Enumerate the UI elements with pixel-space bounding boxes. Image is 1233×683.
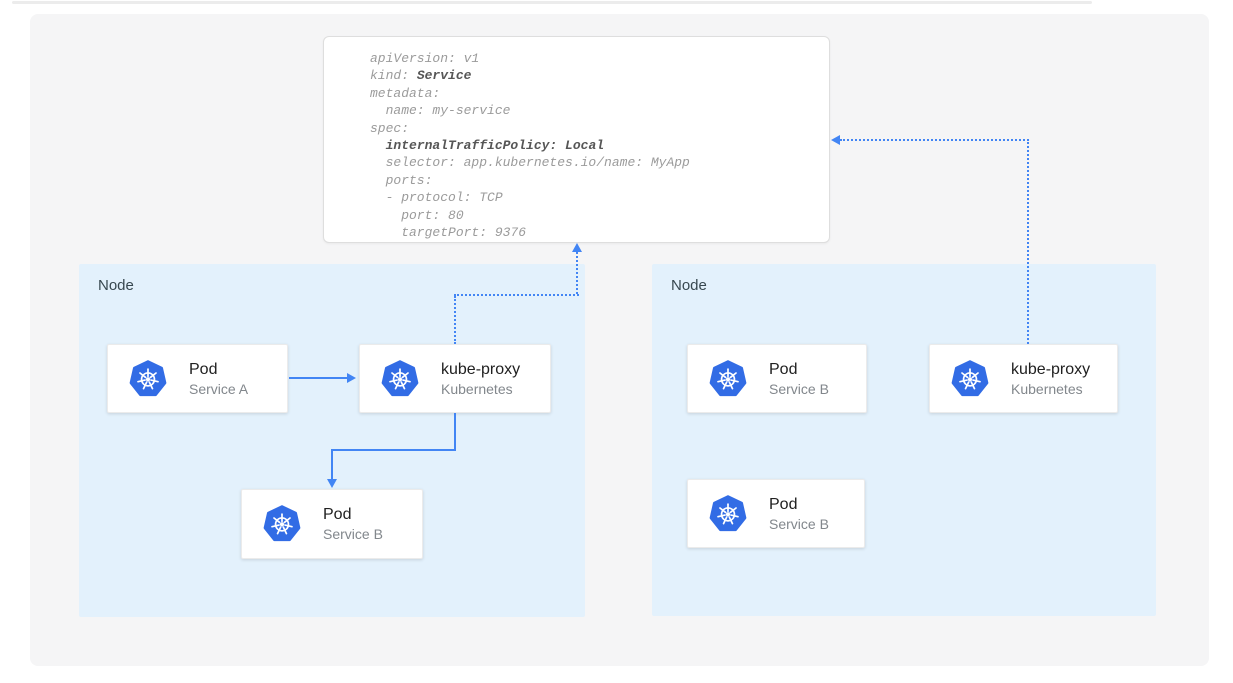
- dotted-segment: [840, 139, 1029, 141]
- line-segment: [454, 413, 456, 451]
- card-subtitle: Service B: [323, 526, 383, 542]
- card-title: Pod: [189, 360, 218, 378]
- code-line: selector: app.kubernetes.io/name: MyApp: [370, 155, 690, 171]
- dotted-segment: [576, 252, 578, 294]
- card-title: kube-proxy: [441, 360, 521, 378]
- line-segment: [331, 449, 333, 480]
- code-line: port: 80: [370, 207, 464, 223]
- kubernetes-icon: [380, 360, 420, 398]
- pod-card-service-b-right-top: Pod Service B: [687, 344, 867, 413]
- yaml-config-card: apiVersion: v1 kind: Service metadata: n…: [323, 36, 830, 243]
- kube-proxy-card-right: kube-proxy Kubernetes: [929, 344, 1118, 413]
- code-line: apiVersion: v1: [370, 51, 480, 66]
- dotted-segment: [454, 296, 456, 344]
- line-segment: [332, 449, 456, 451]
- card-title: kube-proxy: [1011, 360, 1091, 378]
- kube-proxy-card-left: kube-proxy Kubernetes: [359, 344, 551, 413]
- code-line: spec:: [370, 120, 410, 136]
- code-line: kind: Service: [370, 68, 472, 84]
- arrowhead-left: [831, 135, 840, 145]
- node-box-left: Node: [79, 264, 585, 617]
- node-box-right: Node: [652, 264, 1156, 616]
- card-title: Pod: [769, 495, 798, 513]
- card-subtitle: Kubernetes: [441, 380, 513, 397]
- pod-card-service-b-right-bottom: Pod Service B: [687, 479, 865, 548]
- dotted-segment: [454, 294, 579, 296]
- code-line: name: my-service: [370, 103, 511, 119]
- card-title: Pod: [769, 360, 798, 378]
- dotted-segment: [1027, 139, 1029, 344]
- arrowhead-right: [347, 373, 356, 383]
- kubernetes-icon: [708, 495, 748, 533]
- kubernetes-icon: [262, 505, 302, 543]
- arrowhead-up: [572, 243, 582, 252]
- card-subtitle: Service B: [769, 380, 829, 397]
- card-title: Pod: [323, 506, 352, 523]
- code-line: internalTrafficPolicy: Local: [385, 137, 605, 153]
- code-line: metadata:: [370, 85, 441, 101]
- pod-card-service-b-left: Pod Service B: [241, 489, 423, 559]
- pod-card-service-a: Pod Service A: [107, 344, 288, 413]
- code-line: targetPort: 9376: [370, 224, 527, 240]
- card-subtitle: Service A: [189, 380, 249, 397]
- top-divider-rule: [12, 1, 1092, 4]
- node-label: Node: [671, 277, 707, 294]
- line-segment: [289, 377, 348, 379]
- node-label: Node: [98, 277, 134, 294]
- card-subtitle: Kubernetes: [1011, 380, 1083, 397]
- code-line: - protocol: TCP: [370, 190, 503, 206]
- arrowhead-down: [327, 479, 337, 488]
- yaml-code: apiVersion: v1 kind: Service metadata: n…: [370, 50, 690, 241]
- kubernetes-icon: [708, 360, 748, 398]
- kubernetes-icon: [950, 360, 990, 398]
- kubernetes-icon: [128, 360, 168, 398]
- card-subtitle: Service B: [769, 515, 829, 532]
- code-line: ports:: [370, 172, 433, 188]
